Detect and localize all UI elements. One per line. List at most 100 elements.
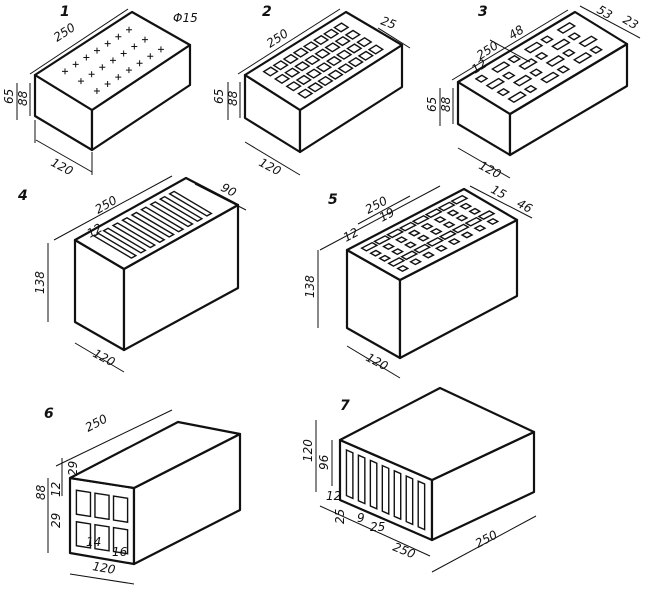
hole-cross-mark — [83, 54, 90, 61]
hole-slot — [437, 201, 456, 212]
fig-2-length: 250 — [264, 26, 291, 50]
hole-long-slot — [121, 216, 166, 244]
hole-cross-mark — [115, 74, 122, 81]
hole-slot — [387, 257, 406, 267]
hole-cell — [112, 495, 129, 524]
fig-1-hole: Φ15 — [173, 11, 198, 25]
fig-7-dim-d: 25 — [370, 520, 385, 534]
brick-7-holes — [345, 448, 426, 531]
hole-slot — [450, 194, 469, 205]
hole-slot — [346, 43, 363, 54]
fig-7-dim-e: 250 — [391, 540, 418, 562]
hole-slot — [394, 236, 408, 244]
hole-channel — [417, 480, 426, 531]
hole-slot — [262, 66, 279, 77]
hole-slot — [468, 207, 482, 215]
fig-7-height: 120 — [301, 439, 315, 462]
brick-6: 6 250 88 29 12 29 14 16 120 — [34, 406, 242, 585]
hole-slot — [369, 249, 383, 257]
brick-3-holes — [474, 22, 603, 104]
hole-long-slot — [168, 190, 213, 217]
hole-slot — [496, 87, 511, 97]
hole-cross-mark — [109, 57, 116, 64]
fig-1-height-inner: 88 — [16, 90, 30, 106]
hole-slot — [434, 244, 448, 252]
brick-4: 4 250 90 12 138 120 — [17, 175, 247, 373]
hole-slot — [507, 91, 527, 104]
hole-slot — [292, 47, 310, 58]
hole-slot — [337, 63, 354, 74]
hole-cross-mark — [125, 67, 132, 74]
hole-long-slot — [149, 201, 194, 228]
fig-6-dim-c: 29 — [49, 513, 63, 528]
hole-slot — [312, 34, 330, 46]
brick-7-top-face — [338, 386, 536, 482]
hole-slot — [507, 54, 522, 64]
hole-cross-mark — [94, 47, 101, 54]
hole-cross-mark — [131, 43, 138, 50]
fig-6-length: 250 — [83, 411, 110, 434]
fig-3-number: 3 — [478, 4, 488, 20]
fig-1-width: 120 — [49, 155, 76, 178]
fig-4-slot: 90 — [219, 180, 239, 200]
brick-2-top-face — [243, 10, 404, 112]
hole-long-slot — [139, 206, 185, 233]
fig-6-height: 88 — [34, 484, 48, 500]
fig-7-dim-a: 12 — [326, 489, 341, 503]
hole-cross-mark — [136, 60, 143, 67]
brick-1: 1 250 Φ15 65 88 120 — [2, 4, 198, 179]
hole-long-slot — [130, 211, 176, 238]
hole-cross-mark — [72, 61, 79, 68]
hole-slot — [412, 243, 432, 254]
hole-long-slot — [102, 227, 147, 254]
fig-4-number: 4 — [17, 188, 28, 204]
hole-slot — [307, 82, 324, 93]
hole-slot — [433, 216, 447, 224]
hole-slot — [486, 218, 500, 226]
hole-cross-mark — [62, 68, 68, 75]
hole-slot — [285, 81, 302, 92]
brick-4-holes — [92, 190, 213, 259]
hole-cross-mark — [88, 71, 95, 78]
hole-slot — [297, 88, 314, 99]
hole-slot — [459, 202, 473, 210]
hole-slot — [556, 22, 577, 34]
hole-slot — [474, 74, 489, 83]
fig-6-number: 6 — [44, 406, 54, 422]
fig-2-slot: 25 — [379, 14, 398, 32]
fig-7-depth: 250 — [473, 527, 500, 550]
brick-6-holes — [75, 489, 129, 555]
fig-3-dim-c: 48 — [506, 22, 527, 42]
hole-slot — [382, 242, 396, 251]
hole-slot — [305, 68, 323, 79]
hole-slot — [589, 45, 603, 55]
hole-slot — [378, 254, 392, 262]
hole-slot — [373, 235, 392, 245]
hole-cell — [94, 523, 110, 552]
hole-slot — [512, 74, 533, 87]
fig-1-number: 1 — [60, 4, 70, 20]
hole-slot — [572, 51, 593, 64]
fig-6-dim-e: 16 — [112, 545, 128, 559]
fig-3-dim-a: 53 — [595, 2, 615, 22]
hole-cell — [75, 520, 92, 549]
fig-6-dim-d: 14 — [86, 535, 101, 549]
fig-3-width: 120 — [477, 158, 504, 181]
fig-5-dim-b: 46 — [515, 196, 535, 216]
hole-slot — [356, 37, 373, 48]
hole-channel — [345, 448, 354, 500]
fig-3-height: 65 — [425, 97, 439, 112]
hole-channel — [393, 469, 402, 521]
hole-slot — [447, 238, 461, 246]
hole-slot — [360, 241, 379, 252]
hole-cell — [94, 492, 110, 521]
hole-long-slot — [111, 222, 157, 249]
hole-slot — [304, 54, 321, 66]
hole-cross-mark — [93, 87, 100, 94]
fig-7-inner: 96 — [317, 454, 331, 470]
hole-cross-mark — [120, 50, 127, 57]
hole-slot — [485, 77, 506, 90]
brick-3: 3 250 53 23 48 12 65 88 120 — [425, 2, 641, 181]
hole-cross-mark — [99, 64, 106, 71]
